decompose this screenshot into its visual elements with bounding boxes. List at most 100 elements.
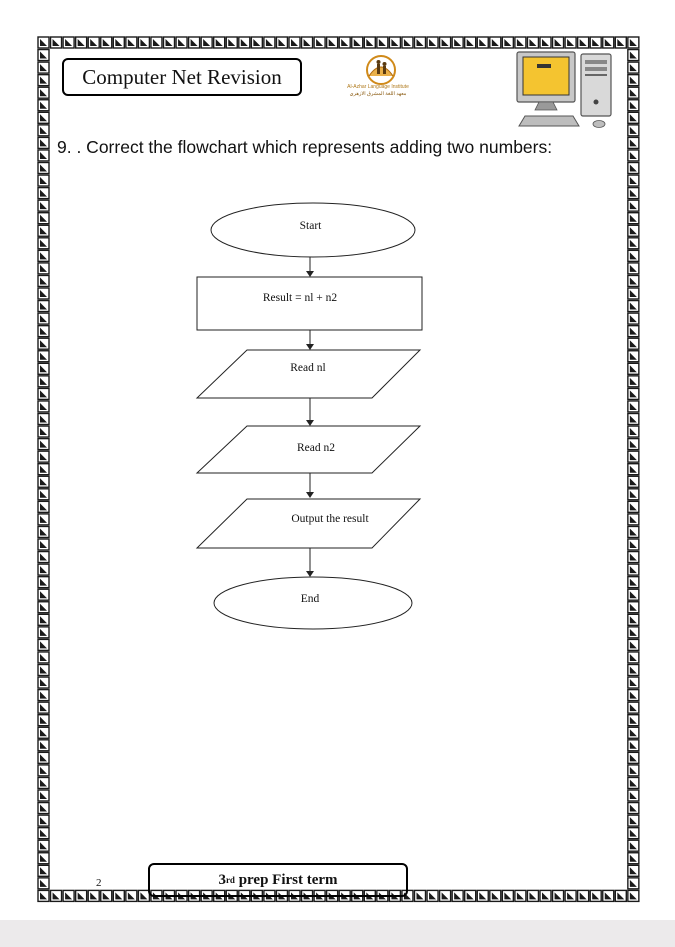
border-tile bbox=[37, 161, 50, 175]
border-tile bbox=[627, 124, 640, 137]
border-tile bbox=[37, 86, 50, 99]
border-tile bbox=[627, 136, 640, 150]
arrowhead-2 bbox=[306, 344, 314, 350]
border-tile bbox=[225, 36, 238, 49]
border-tile bbox=[100, 36, 113, 49]
border-tile bbox=[37, 262, 50, 275]
border-tile bbox=[238, 36, 251, 49]
border-tile bbox=[37, 852, 50, 865]
border-tile bbox=[627, 488, 640, 501]
border-tile bbox=[627, 651, 640, 664]
process-label: Result = nl + n2 bbox=[262, 292, 338, 304]
border-tile bbox=[37, 249, 50, 263]
flowchart bbox=[195, 202, 423, 630]
border-tile bbox=[564, 889, 577, 903]
border-tile bbox=[37, 375, 50, 388]
computer-illustration bbox=[516, 51, 612, 128]
border-tile bbox=[37, 400, 50, 413]
border-tile bbox=[37, 149, 50, 162]
border-tile bbox=[37, 751, 50, 765]
border-tile bbox=[627, 186, 640, 200]
border-tile bbox=[37, 73, 50, 87]
border-tile bbox=[627, 739, 640, 752]
border-tile bbox=[37, 513, 50, 526]
border-tile bbox=[627, 751, 640, 765]
border-tile bbox=[37, 601, 50, 614]
border-tile bbox=[37, 839, 50, 852]
border-tile bbox=[413, 889, 427, 903]
border-tile bbox=[112, 36, 126, 49]
process-box bbox=[196, 276, 423, 331]
arrowhead-4 bbox=[306, 492, 314, 498]
border-tile bbox=[438, 889, 452, 903]
border-tile bbox=[602, 36, 615, 49]
border-tile bbox=[627, 375, 640, 388]
border-tile bbox=[627, 588, 640, 601]
border-tile bbox=[37, 337, 50, 350]
border-tile bbox=[627, 99, 640, 112]
border-tile bbox=[37, 726, 50, 739]
border-tile bbox=[37, 814, 50, 827]
border-tile bbox=[300, 36, 314, 49]
border-tile bbox=[627, 475, 640, 488]
border-tile bbox=[438, 36, 452, 49]
border-tile bbox=[627, 814, 640, 827]
border-tile bbox=[627, 387, 640, 401]
border-tile bbox=[576, 36, 590, 49]
border-tile bbox=[564, 36, 577, 49]
border-tile bbox=[627, 199, 640, 212]
border-tile bbox=[627, 826, 640, 840]
border-tile bbox=[627, 312, 640, 325]
border-tile bbox=[37, 651, 50, 664]
arrowhead-5 bbox=[306, 571, 314, 577]
end-terminator bbox=[213, 576, 413, 630]
border-tile bbox=[37, 500, 50, 514]
border-tile bbox=[614, 889, 627, 903]
border-tile bbox=[37, 776, 50, 790]
border-tile bbox=[627, 839, 640, 852]
border-tile bbox=[87, 889, 100, 903]
border-tile bbox=[501, 889, 515, 903]
start-terminator bbox=[210, 202, 416, 258]
border-tile bbox=[589, 36, 602, 49]
logo-caption-arabic: معهد اللغة المشرق الازهري bbox=[349, 91, 407, 97]
border-tile bbox=[37, 889, 50, 903]
border-tile bbox=[614, 36, 627, 49]
input-parallelogram-2 bbox=[195, 425, 422, 474]
border-tile bbox=[37, 764, 50, 777]
border-tile bbox=[37, 437, 50, 451]
grade-ordinal: 3 bbox=[218, 871, 226, 888]
border-tile bbox=[627, 776, 640, 790]
border-tile bbox=[627, 688, 640, 702]
border-tile bbox=[37, 575, 50, 589]
border-tile bbox=[501, 36, 515, 49]
border-tile bbox=[589, 889, 602, 903]
border-tile bbox=[627, 764, 640, 777]
output-label: Output the result bbox=[291, 513, 369, 525]
border-tile bbox=[125, 889, 138, 903]
border-tile bbox=[37, 714, 50, 727]
border-tile bbox=[526, 889, 540, 903]
border-tile bbox=[489, 889, 502, 903]
border-tile bbox=[62, 36, 75, 49]
border-tile bbox=[37, 826, 50, 840]
border-tile bbox=[37, 538, 50, 551]
border-tile bbox=[627, 638, 640, 652]
border-tile bbox=[150, 36, 163, 49]
border-tile bbox=[37, 801, 50, 815]
border-tile bbox=[451, 36, 464, 49]
border-tile bbox=[37, 688, 50, 702]
border-tile bbox=[313, 36, 326, 49]
border-tile bbox=[37, 789, 50, 802]
border-tile bbox=[539, 36, 552, 49]
border-tile bbox=[627, 324, 640, 338]
border-tile bbox=[37, 588, 50, 601]
border-tile bbox=[627, 211, 640, 225]
border-tile bbox=[250, 36, 264, 49]
border-tile bbox=[37, 299, 50, 313]
border-tile bbox=[137, 36, 151, 49]
border-tile bbox=[627, 714, 640, 727]
border-tile bbox=[49, 36, 63, 49]
border-tile bbox=[627, 613, 640, 626]
